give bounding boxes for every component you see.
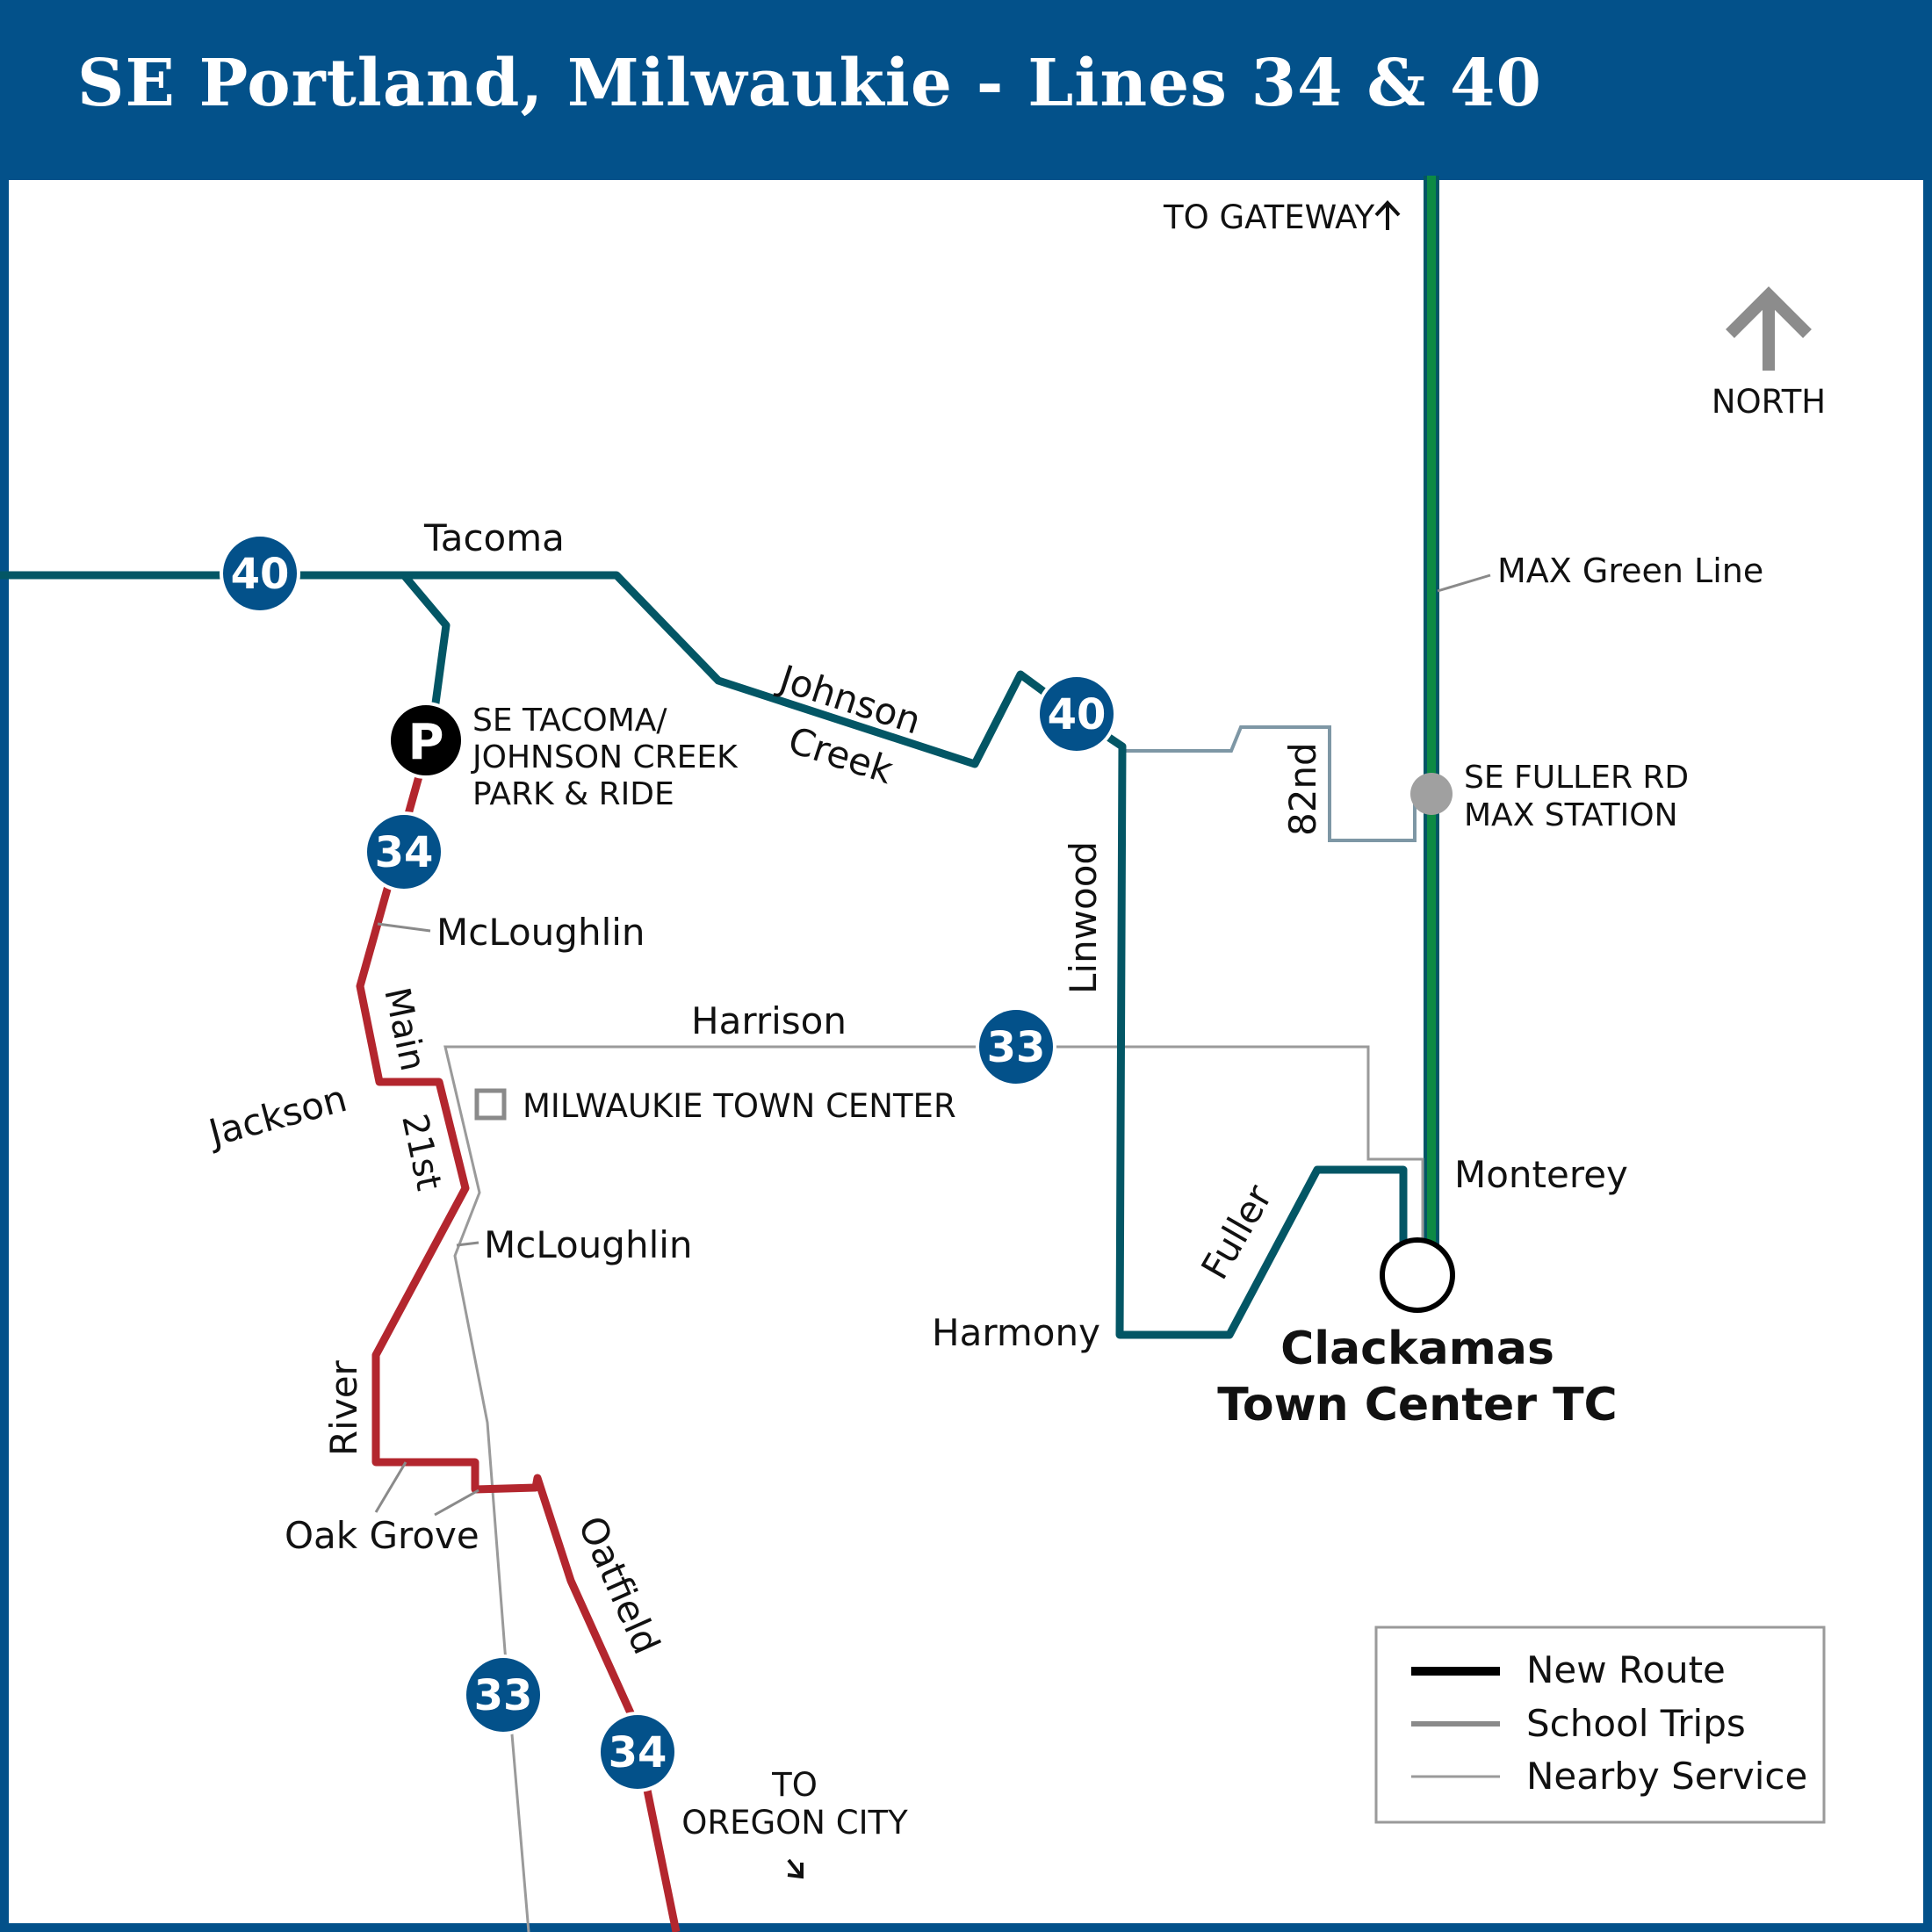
up-arrow-icon bbox=[1374, 200, 1401, 230]
park-ride-label-line2: JOHNSON CREEK bbox=[471, 739, 739, 775]
leader-max-green-line bbox=[1437, 573, 1491, 593]
badge-34-south: 34 bbox=[597, 1712, 678, 1792]
svg-text:40: 40 bbox=[1048, 690, 1107, 739]
page-title: SE Portland, Milwaukie - Lines 34 & 40 bbox=[77, 46, 1542, 121]
svg-text:P: P bbox=[407, 714, 443, 771]
street-label-oatfield: Oatfield bbox=[570, 1510, 668, 1660]
route-line-40 bbox=[0, 571, 1408, 1339]
fuller-max-station-marker bbox=[1410, 773, 1453, 815]
to-oregon-city-label-line2: OREGON CITY bbox=[681, 1804, 908, 1842]
leader-mcloughlin-north bbox=[377, 922, 431, 933]
leader-mcloughlin-south bbox=[456, 1241, 479, 1247]
badge-40-west: 40 bbox=[220, 533, 300, 614]
badge-34-north: 34 bbox=[364, 811, 444, 892]
street-label-river: River bbox=[322, 1359, 365, 1456]
street-label-mcloughlin-north: McLoughlin bbox=[436, 911, 645, 954]
street-label-tacoma: Tacoma bbox=[423, 516, 565, 559]
clackamas-transit-center-marker bbox=[1380, 1237, 1455, 1313]
street-label-monterey: Monterey bbox=[1454, 1153, 1628, 1196]
down-right-arrow-icon bbox=[787, 1858, 804, 1879]
fuller-station-label-line1: SE FULLER RD bbox=[1464, 760, 1689, 796]
park-and-ride-marker: P bbox=[387, 702, 465, 779]
max-green-line-label: MAX Green Line bbox=[1497, 551, 1763, 590]
map-border bbox=[0, 171, 1932, 1932]
svg-text:34: 34 bbox=[375, 828, 434, 877]
svg-text:40: 40 bbox=[231, 550, 290, 599]
school-trips-line bbox=[1122, 725, 1417, 842]
street-label-oak-grove: Oak Grove bbox=[285, 1514, 479, 1557]
badge-33-south: 33 bbox=[463, 1654, 544, 1735]
badge-33-harrison: 33 bbox=[976, 1006, 1056, 1087]
legend-label-school-trips: School Trips bbox=[1526, 1702, 1746, 1745]
street-label-jackson: Jackson bbox=[202, 1077, 351, 1155]
street-label-harmony: Harmony bbox=[932, 1311, 1100, 1354]
clackamas-label-line2: Town Center TC bbox=[1217, 1379, 1617, 1431]
street-label-harrison: Harrison bbox=[691, 999, 847, 1042]
route-line-34 bbox=[356, 740, 681, 1932]
to-oregon-city-label-line1: TO bbox=[771, 1766, 818, 1804]
fuller-station-label-line2: MAX STATION bbox=[1464, 797, 1678, 833]
legend-label-nearby-service: Nearby Service bbox=[1526, 1755, 1807, 1798]
north-arrow-icon bbox=[1726, 286, 1812, 371]
svg-text:33: 33 bbox=[987, 1023, 1046, 1072]
street-label-linwood: Linwood bbox=[1062, 841, 1105, 994]
legend: New Route School Trips Nearby Service bbox=[1374, 1626, 1826, 1824]
legend-label-new-route: New Route bbox=[1526, 1648, 1726, 1691]
svg-text:33: 33 bbox=[474, 1671, 533, 1720]
to-gateway-label: TO GATEWAY bbox=[1163, 198, 1375, 236]
street-label-mcloughlin-south: McLoughlin bbox=[484, 1223, 693, 1266]
milwaukie-town-center-label: MILWAUKIE TOWN CENTER bbox=[523, 1087, 956, 1125]
leader-oak-grove-2 bbox=[434, 1489, 479, 1517]
north-label: NORTH bbox=[1712, 383, 1826, 421]
street-label-main: Main bbox=[376, 984, 433, 1075]
leader-oak-grove-1 bbox=[374, 1461, 407, 1513]
park-ride-label-line1: SE TACOMA/ bbox=[472, 703, 667, 739]
title-bar: SE Portland, Milwaukie - Lines 34 & 40 bbox=[0, 0, 1932, 176]
nearby-service-line-33 bbox=[443, 1045, 1424, 1932]
clackamas-label-line1: Clackamas bbox=[1280, 1323, 1554, 1375]
milwaukie-town-center-marker bbox=[474, 1088, 507, 1121]
street-label-21st: 21st bbox=[393, 1111, 449, 1194]
street-label-82nd: 82nd bbox=[1281, 742, 1324, 836]
svg-text:34: 34 bbox=[609, 1728, 667, 1777]
park-ride-label-line3: PARK & RIDE bbox=[472, 776, 674, 812]
badge-40-east: 40 bbox=[1036, 674, 1117, 754]
